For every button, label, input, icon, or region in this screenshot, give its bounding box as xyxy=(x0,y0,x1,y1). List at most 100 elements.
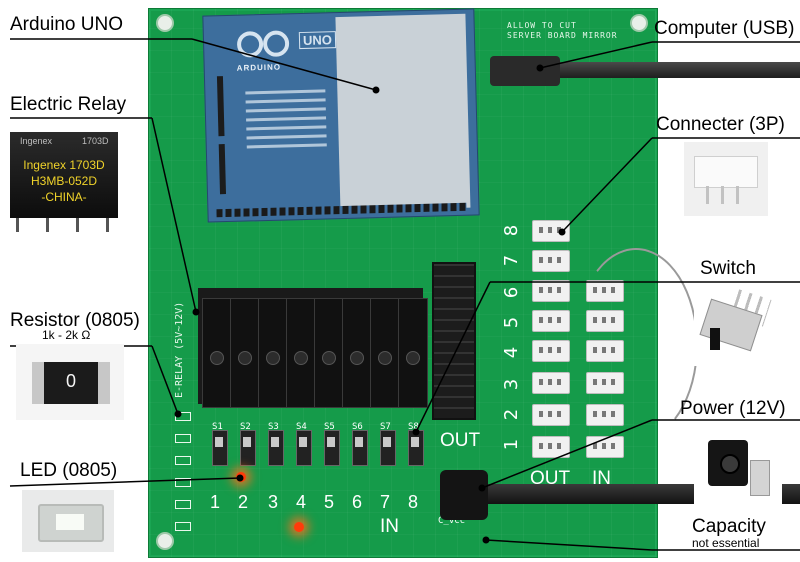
resistor-photo-body: 0 xyxy=(32,362,110,404)
relay-module xyxy=(230,298,260,408)
slide-switch xyxy=(352,430,368,466)
channel-number: 5 xyxy=(501,317,522,328)
arduino-uno-label: Arduino UNO xyxy=(10,14,123,36)
relay-photo-code-small: 1703D xyxy=(82,136,109,146)
smd-resistor xyxy=(175,500,191,509)
arduino-board: UNO ARDUINO xyxy=(202,8,479,222)
slide-switch xyxy=(408,430,424,466)
smd-resistor xyxy=(175,412,191,421)
channel-number: 4 xyxy=(501,347,522,358)
capacity-label: Capacity xyxy=(692,516,766,538)
channel-number: 3 xyxy=(501,379,522,390)
led-label: LED (0805) xyxy=(20,460,117,482)
resistor-value-label: 1k - 2k Ω xyxy=(42,328,90,342)
resistor-photo: 0 xyxy=(16,344,124,420)
slide-switch xyxy=(268,430,284,466)
in-row-label: IN xyxy=(380,516,399,538)
relay-module xyxy=(370,298,400,408)
power-jack-tab xyxy=(750,460,770,496)
slide-switch xyxy=(380,430,396,466)
resistor-code: 0 xyxy=(44,371,98,392)
mounting-hole xyxy=(156,14,174,32)
connector-pins xyxy=(706,186,748,204)
power-label: Power (12V) xyxy=(680,398,786,420)
switch-label: Switch xyxy=(700,258,756,280)
led-lit xyxy=(236,472,246,482)
channel-number: 7 xyxy=(501,255,522,266)
usb-cable xyxy=(556,62,800,78)
arduino-logo-icon xyxy=(234,28,297,60)
connector-label: Connecter (3P) xyxy=(656,114,785,136)
relay-photo-line3: -CHINA- xyxy=(10,190,118,204)
connector-photo xyxy=(684,142,768,216)
led-chip xyxy=(38,504,104,542)
led-photo xyxy=(22,490,114,552)
electric-relay-label: Electric Relay xyxy=(10,94,126,116)
mounting-hole xyxy=(630,14,648,32)
channel-number: 2 xyxy=(501,409,522,420)
arduino-shield-area xyxy=(335,14,470,211)
connector-out xyxy=(532,220,570,242)
dc-jack xyxy=(440,470,488,520)
smd-resistor xyxy=(175,522,191,531)
channel-number: 6 xyxy=(501,287,522,298)
arduino-silk-lines xyxy=(245,83,327,154)
connector-in xyxy=(586,436,624,458)
input-number: 2 xyxy=(238,492,248,513)
switch-knob xyxy=(710,328,720,350)
input-number: 3 xyxy=(268,492,278,513)
power-jack-body xyxy=(708,440,748,486)
relay-module xyxy=(286,298,316,408)
usb-plug xyxy=(490,56,560,86)
computer-usb-label: Computer (USB) xyxy=(654,18,794,40)
channel-number: 1 xyxy=(501,439,522,450)
relay-silk-label: E-RELAY (5V~12V) xyxy=(174,302,185,398)
connector-out xyxy=(532,310,570,332)
slide-switch xyxy=(240,430,256,466)
arduino-brand: ARDUINO xyxy=(237,63,282,73)
connector-out xyxy=(532,436,570,458)
slide-switch xyxy=(324,430,340,466)
relay-photo: Ingenex 1703D Ingenex 1703D H3MB-052D -C… xyxy=(6,128,124,240)
relay-module xyxy=(398,298,428,408)
relay-photo-brand-small: Ingenex xyxy=(20,136,52,146)
pin-header xyxy=(432,262,476,420)
connector-out xyxy=(532,280,570,302)
out-label: OUT xyxy=(440,430,480,452)
smd-resistor xyxy=(175,456,191,465)
pcb-note: ALLOW TO CUT SERVER BOARD MIRROR xyxy=(507,21,618,41)
connector-out xyxy=(532,340,570,362)
smd-resistor xyxy=(175,478,191,487)
relay-photo-line2: H3MB-052D xyxy=(10,174,118,188)
slide-switch xyxy=(212,430,228,466)
capacity-note: not essential xyxy=(692,536,759,550)
power-jack-photo xyxy=(694,430,782,510)
connector-out xyxy=(532,372,570,394)
switch-photo xyxy=(694,284,776,366)
channel-number: 8 xyxy=(501,225,522,236)
connector-housing xyxy=(694,156,758,188)
relay-module xyxy=(202,298,232,408)
relay-photo-legs xyxy=(16,218,112,232)
relay-module xyxy=(258,298,288,408)
relay-photo-line1: Ingenex 1703D xyxy=(10,158,118,172)
input-number: 4 xyxy=(296,492,306,513)
input-number: 5 xyxy=(324,492,334,513)
relay-photo-body: Ingenex 1703D Ingenex 1703D H3MB-052D -C… xyxy=(10,132,118,218)
smd-resistor xyxy=(175,434,191,443)
slide-switch xyxy=(296,430,312,466)
mounting-hole xyxy=(156,532,174,550)
arduino-header xyxy=(217,76,225,136)
arduino-header xyxy=(219,144,226,194)
connector-out xyxy=(532,404,570,426)
arduino-model: UNO xyxy=(299,31,336,49)
input-number: 8 xyxy=(408,492,418,513)
input-number: 1 xyxy=(210,492,220,513)
input-number: 6 xyxy=(352,492,362,513)
relay-module xyxy=(314,298,344,408)
relay-module xyxy=(342,298,372,408)
input-number: 7 xyxy=(380,492,390,513)
led-lit xyxy=(294,522,304,532)
connector-out xyxy=(532,250,570,272)
